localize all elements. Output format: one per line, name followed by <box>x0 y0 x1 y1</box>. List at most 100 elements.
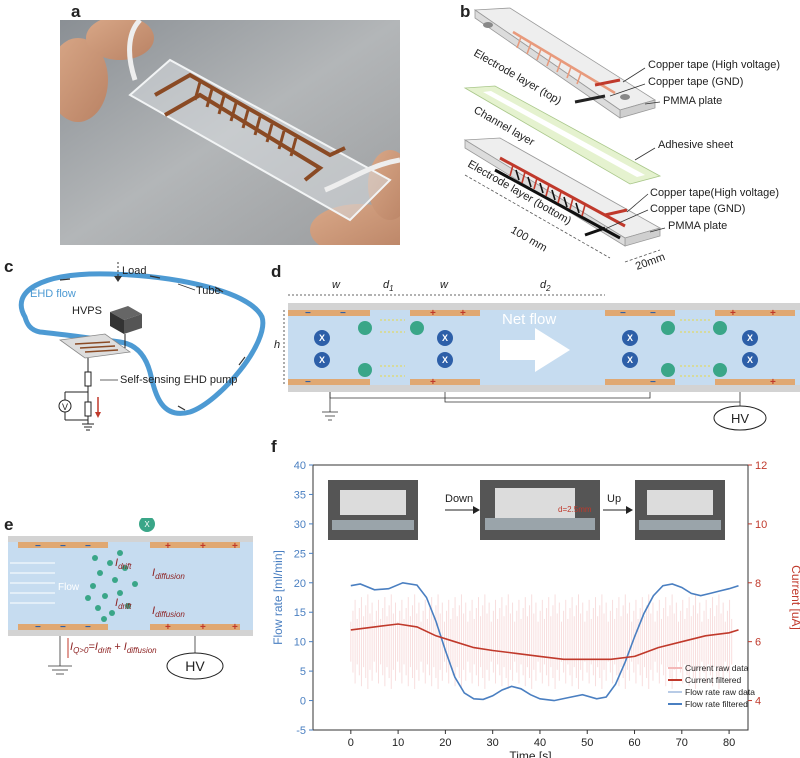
dim-w2: w <box>440 279 449 291</box>
panel-letter-e: e <box>4 515 14 534</box>
label-load: Load <box>122 265 146 277</box>
y-left-tick-label: 35 <box>294 489 306 501</box>
y-left-tick-label: 40 <box>294 460 306 472</box>
ion-label: X <box>747 355 753 365</box>
x-axis-label: Time [s] <box>509 749 551 758</box>
down-label: Down <box>445 493 473 505</box>
x-tick-label: 0 <box>348 737 354 749</box>
series-line-current-filtered <box>350 623 739 661</box>
svg-text:d2: d2 <box>540 279 551 293</box>
dim-w1: w <box>332 279 341 291</box>
plot-frame <box>312 464 749 731</box>
legend-label: Flow rate raw data <box>685 687 755 697</box>
y-right-tick-label: 4 <box>755 696 761 708</box>
y-right-tick-label: 8 <box>755 578 761 590</box>
plus-sign: + <box>770 308 776 319</box>
hv-label-e: HV <box>185 658 205 674</box>
label-adhesive: Adhesive sheet <box>658 139 733 151</box>
ion-group <box>314 321 758 377</box>
x-tick-label: 40 <box>534 737 546 749</box>
y-right-tick-label: 10 <box>755 519 767 531</box>
label-pmma-bottom: PMMA plate <box>668 220 727 232</box>
label-copper-hv2: Copper tape(High voltage) <box>650 187 779 199</box>
label-hvps: HVPS <box>72 305 102 317</box>
plus-sign: + <box>200 541 206 552</box>
ion-label: X <box>442 355 448 365</box>
current-equation: IQ>0=Idrift + Idiffusion <box>70 641 157 655</box>
y-left-axis-label: Flow rate [ml/min] <box>271 550 285 645</box>
panel-letter-c: c <box>4 257 14 276</box>
plus-sign: + <box>770 377 776 388</box>
net-flow-label: Net flow <box>502 311 556 328</box>
y-right-axis-label: Current [uA] <box>789 565 800 630</box>
minus-sign: − <box>650 377 656 388</box>
channel-schematic: w d1 w d2 h X X X <box>274 279 800 431</box>
ion-label: X <box>627 333 633 343</box>
hv-label-d: HV <box>731 411 749 426</box>
label-width: 20mm <box>634 251 667 270</box>
ion-label: X <box>442 333 448 343</box>
panel-letter-a: a <box>71 2 81 21</box>
y-left-tick-label: 25 <box>294 548 306 560</box>
x-tick-label: 30 <box>487 737 499 749</box>
minus-sign: − <box>620 308 626 319</box>
series-line-flow-rate-filtered <box>350 581 739 702</box>
ion-label: X <box>747 333 753 343</box>
ion-label: X <box>319 355 325 365</box>
gap-label: d=2.5mm <box>558 505 592 514</box>
device-photo <box>60 20 400 245</box>
label-copper-hv: Copper tape (High voltage) <box>648 59 780 71</box>
i-diffusion-bottom: I <box>152 605 155 617</box>
minus-sign: − <box>35 622 41 633</box>
panel-letter-f: f <box>271 437 277 456</box>
plus-sign: + <box>165 622 171 633</box>
y-right-tick-label: 12 <box>755 460 767 472</box>
svg-text:Idrift: Idrift <box>115 557 132 571</box>
svg-text:d1: d1 <box>383 279 394 293</box>
minus-sign: − <box>85 541 91 552</box>
dim-d2: d <box>540 279 547 291</box>
minus-sign: − <box>85 622 91 633</box>
x-tick-label: 70 <box>676 737 688 749</box>
label-ehd-flow: EHD flow <box>30 288 76 300</box>
plus-sign: + <box>460 308 466 319</box>
x-tick-label: 50 <box>581 737 593 749</box>
plus-sign: + <box>430 377 436 388</box>
dim-d1: d <box>383 279 390 291</box>
plus-sign: + <box>232 541 238 552</box>
label-copper-gnd2: Copper tape (GND) <box>650 203 745 215</box>
minus-sign: − <box>305 308 311 319</box>
y-left-tick-label: 15 <box>294 607 306 619</box>
legend-label: Current filtered <box>685 675 741 685</box>
plus-sign: + <box>730 308 736 319</box>
ion-symbol: X <box>144 520 150 529</box>
y-left-tick-label: 0 <box>300 696 306 708</box>
label-tube: Tube <box>196 285 221 297</box>
svg-text:Idrift: Idrift <box>115 597 132 611</box>
minus-sign: − <box>305 377 311 388</box>
panel-letter-b: b <box>460 2 471 21</box>
ion-label: X <box>319 333 325 343</box>
minus-sign: − <box>340 308 346 319</box>
x-tick-label: 10 <box>392 737 404 749</box>
panel-letter-d: d <box>271 262 282 281</box>
plus-sign: + <box>165 541 171 552</box>
flow-label: Flow <box>58 582 80 593</box>
legend-label: Flow rate filtered <box>685 699 748 709</box>
svg-text:Idiffusion: Idiffusion <box>152 567 185 581</box>
svg-text:Idiffusion: Idiffusion <box>152 605 185 619</box>
label-pmma-top: PMMA plate <box>663 95 722 107</box>
y-left-tick-label: -5 <box>296 725 306 737</box>
up-label: Up <box>607 493 621 505</box>
y-left-tick-label: 5 <box>300 666 306 678</box>
i-drift-bottom: I <box>115 597 118 609</box>
plus-sign: + <box>430 308 436 319</box>
i-diffusion-top: I <box>152 567 155 579</box>
plus-sign: + <box>200 622 206 633</box>
x-tick-label: 60 <box>628 737 640 749</box>
minus-sign: − <box>60 622 66 633</box>
y-right-tick-label: 6 <box>755 637 761 649</box>
ion-label: X <box>627 355 633 365</box>
y-left-tick-label: 20 <box>294 578 306 590</box>
